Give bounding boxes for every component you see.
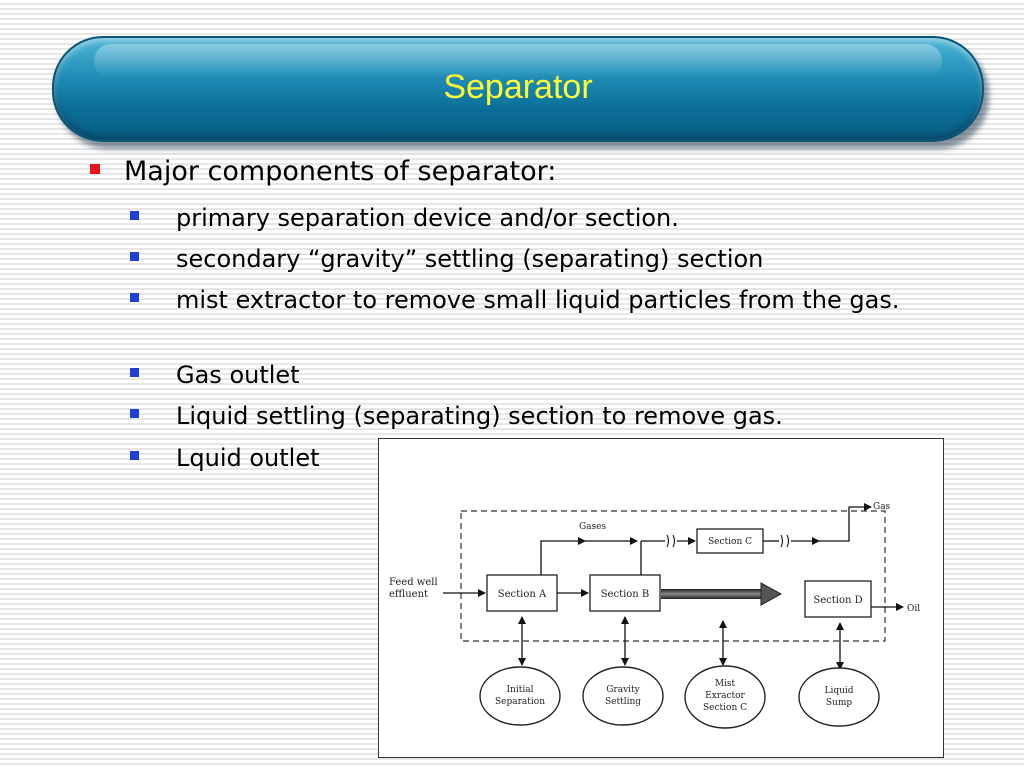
gas-outlet-arrow bbox=[819, 503, 872, 542]
liquid-sump-line2: Sump bbox=[826, 698, 852, 708]
sub-bullet-text: Liquid settling (separating) section to … bbox=[176, 402, 783, 430]
feed-label-line2: effluent bbox=[389, 589, 428, 600]
section-b-box bbox=[589, 574, 661, 612]
gravity-settling-circle bbox=[582, 666, 664, 726]
section-c-box bbox=[696, 528, 764, 554]
section-a-label: Section A bbox=[498, 589, 547, 600]
red-square-bullet-icon bbox=[90, 164, 100, 174]
break-symbol-left-icon bbox=[666, 534, 676, 548]
separator-diagram-svg: Section A Section B Section C Section D … bbox=[389, 502, 920, 729]
mist-extractor-line2: Exractor bbox=[705, 691, 745, 701]
section-d-box bbox=[804, 580, 872, 618]
gas-label: Gas bbox=[873, 502, 891, 512]
gravity-settling-line2: Settling bbox=[605, 697, 641, 707]
feed-label-line1: Feed well bbox=[389, 577, 438, 588]
sub-bullet-text: Lquid outlet bbox=[176, 444, 320, 472]
initial-separation-line2: Separation bbox=[495, 697, 545, 707]
gravity-settling-line1: Gravity bbox=[606, 685, 640, 695]
mist-extractor-circle bbox=[684, 665, 766, 729]
slide-title: Separator bbox=[443, 68, 593, 106]
blue-square-bullet-icon bbox=[130, 368, 139, 377]
blue-square-bullet-icon bbox=[130, 211, 139, 220]
blue-square-bullet-icon bbox=[130, 409, 139, 418]
title-gloss bbox=[94, 44, 942, 78]
sub-bullet-text: secondary “gravity” settling (separating… bbox=[176, 245, 764, 273]
sub-bullet-text: mist extractor to remove small liquid pa… bbox=[176, 286, 900, 314]
blue-square-bullet-icon bbox=[130, 451, 139, 460]
section-a-box bbox=[486, 574, 558, 612]
liquid-flow-arrowhead-icon bbox=[760, 582, 783, 606]
oil-label: Oil bbox=[907, 604, 920, 614]
mist-extractor-line1: Mist bbox=[715, 679, 736, 689]
liquid-sump-circle bbox=[798, 667, 880, 727]
sub-bullet-text: Gas outlet bbox=[176, 361, 300, 389]
main-bullet-text: Major components of separator: bbox=[124, 156, 557, 187]
blue-square-bullet-icon bbox=[130, 293, 139, 302]
break-symbol-right-icon bbox=[780, 534, 790, 548]
initial-separation-line1: Initial bbox=[507, 685, 534, 695]
section-d-label: Section D bbox=[813, 595, 862, 606]
gases-line-a bbox=[540, 537, 586, 575]
section-b-label: Section B bbox=[601, 589, 650, 600]
mist-extractor-line3: Section C bbox=[703, 703, 747, 713]
liquid-sump-line1: Liquid bbox=[824, 686, 853, 696]
gases-label: Gases bbox=[579, 522, 607, 532]
liquid-flow-bar bbox=[661, 589, 761, 599]
title-banner: Separator bbox=[52, 36, 984, 142]
section-c-label: Section C bbox=[708, 537, 752, 547]
initial-separation-circle bbox=[479, 666, 561, 726]
sub-bullet-text: primary separation device and/or section… bbox=[176, 204, 679, 232]
separator-diagram: Section A Section B Section C Section D … bbox=[378, 438, 944, 758]
vessel-boundary bbox=[460, 510, 886, 642]
blue-square-bullet-icon bbox=[130, 252, 139, 261]
